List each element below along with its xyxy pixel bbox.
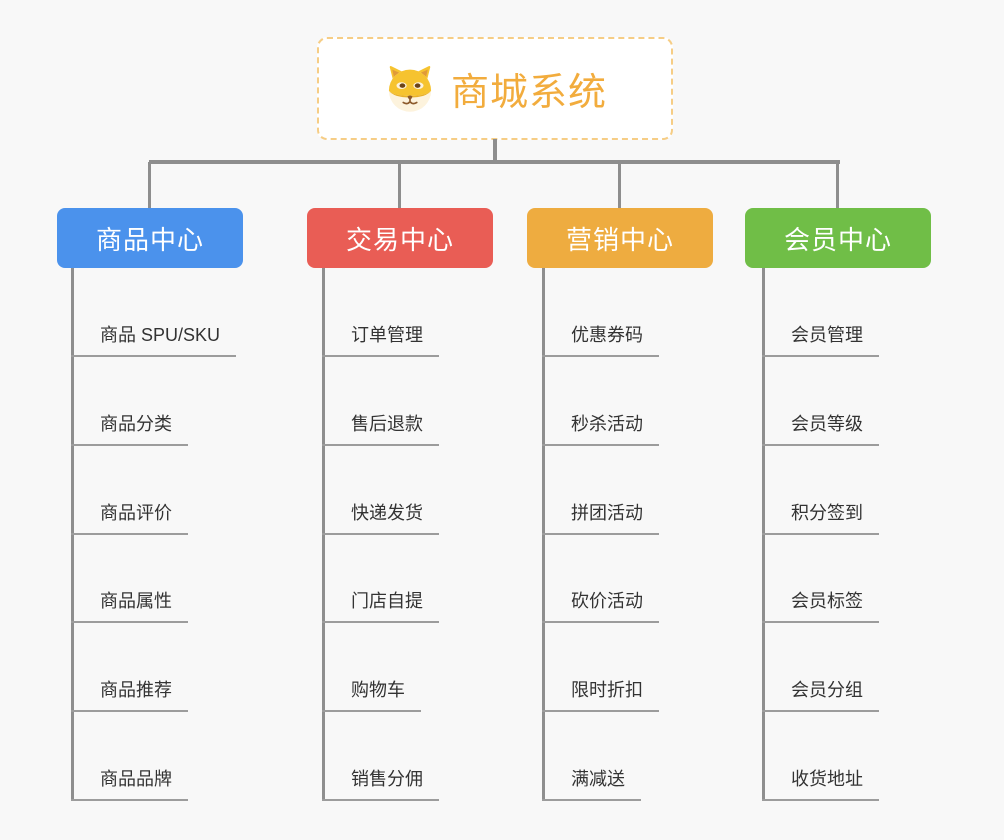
leaf-item[interactable]: 秒杀活动 xyxy=(542,411,659,446)
leaf-item[interactable]: 收货地址 xyxy=(762,766,879,801)
branch-header-member-center[interactable]: 会员中心 xyxy=(745,208,931,268)
leaf-item[interactable]: 订单管理 xyxy=(322,322,439,357)
leaf-item[interactable]: 商品分类 xyxy=(71,411,188,446)
leaf-item[interactable]: 限时折扣 xyxy=(542,677,659,712)
leaf-item[interactable]: 商品 SPU/SKU xyxy=(71,322,237,357)
leaf-item[interactable]: 商品推荐 xyxy=(71,677,188,712)
connector-drop-1 xyxy=(148,162,151,208)
leaf-item[interactable]: 商品评价 xyxy=(71,500,188,535)
root-node-mall-system[interactable]: 商城系统 xyxy=(317,37,673,140)
leaf-item[interactable]: 拼团活动 xyxy=(542,500,659,535)
leaf-item[interactable]: 快递发货 xyxy=(322,500,439,535)
leaf-item[interactable]: 会员等级 xyxy=(762,411,879,446)
root-node-label: 商城系统 xyxy=(450,72,607,114)
branch-header-product-center[interactable]: 商品中心 xyxy=(57,208,243,268)
branch-header-trade-center[interactable]: 交易中心 xyxy=(307,208,493,268)
leaf-item[interactable]: 会员管理 xyxy=(762,322,879,357)
leaf-item[interactable]: 积分签到 xyxy=(762,500,879,535)
connector-horizontal xyxy=(149,160,840,164)
leaf-item[interactable]: 会员标签 xyxy=(762,588,879,623)
leaf-item[interactable]: 满减送 xyxy=(542,766,641,801)
connector-drop-4 xyxy=(836,162,839,208)
shiba-dog-icon xyxy=(388,65,432,112)
leaf-item[interactable]: 购物车 xyxy=(322,677,421,712)
connector-root-stub xyxy=(493,139,497,163)
branch-header-marketing-center[interactable]: 营销中心 xyxy=(527,208,713,268)
leaf-item[interactable]: 商品品牌 xyxy=(71,766,188,801)
leaf-item[interactable]: 会员分组 xyxy=(762,677,879,712)
leaf-item[interactable]: 商品属性 xyxy=(71,588,188,623)
leaf-item[interactable]: 销售分佣 xyxy=(322,766,439,801)
connector-drop-2 xyxy=(398,162,401,208)
leaf-item[interactable]: 门店自提 xyxy=(322,588,439,623)
connector-drop-3 xyxy=(618,162,621,208)
leaf-item[interactable]: 优惠券码 xyxy=(542,322,659,357)
leaf-item[interactable]: 售后退款 xyxy=(322,411,439,446)
leaf-item[interactable]: 砍价活动 xyxy=(542,588,659,623)
